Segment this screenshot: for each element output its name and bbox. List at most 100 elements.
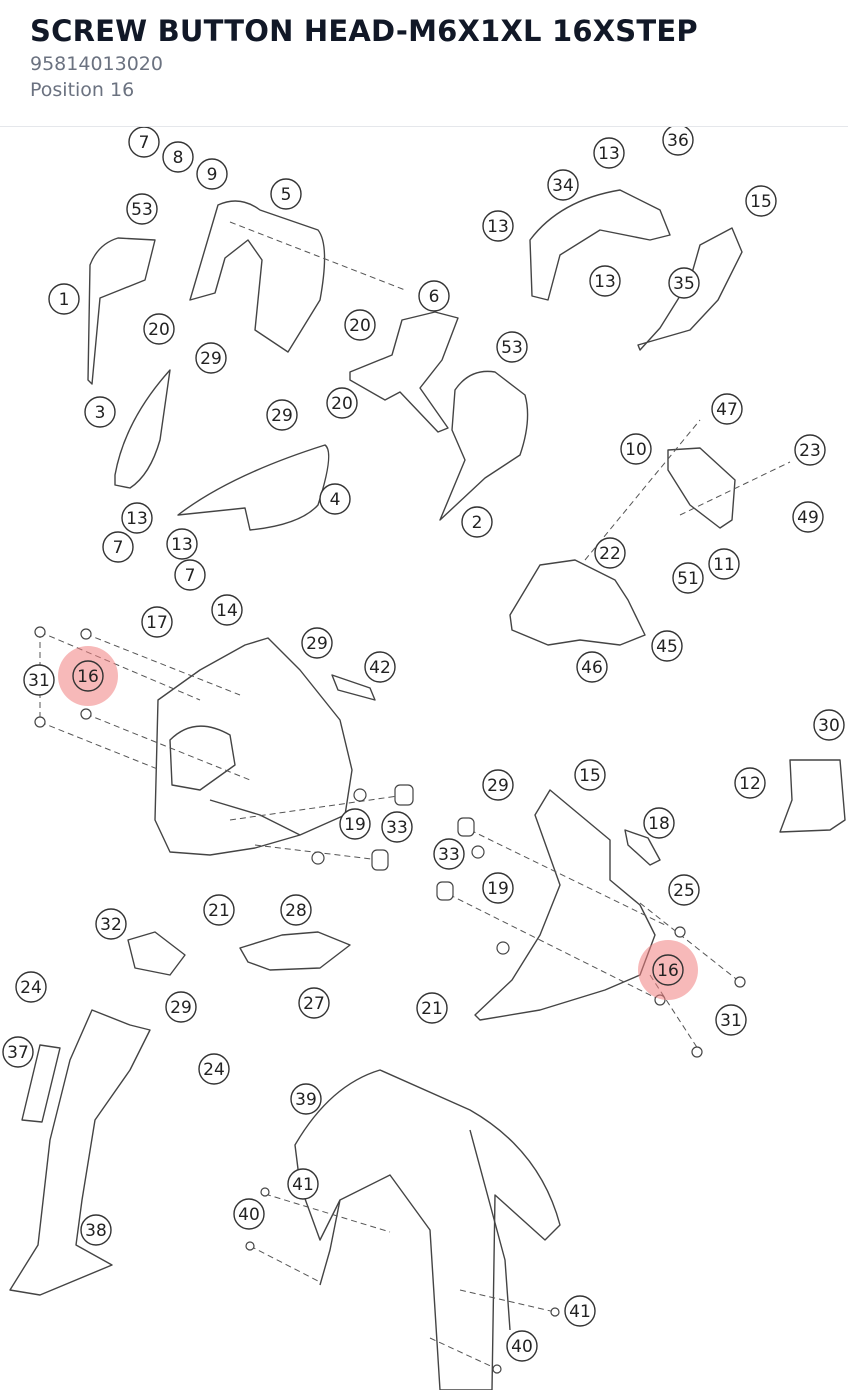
callout-number: 18 [648, 814, 670, 834]
callout-20[interactable]: 20 [344, 309, 376, 341]
callout-31[interactable]: 31 [23, 664, 55, 696]
callout-21[interactable]: 21 [203, 894, 235, 926]
callout-14[interactable]: 14 [211, 594, 243, 626]
callout-circle [23, 664, 55, 696]
callout-35[interactable]: 35 [668, 267, 700, 299]
callout-24[interactable]: 24 [198, 1053, 230, 1085]
callout-11[interactable]: 11 [708, 548, 740, 580]
callout-40[interactable]: 40 [233, 1198, 265, 1230]
callout-7[interactable]: 7 [102, 531, 134, 563]
callout-13[interactable]: 13 [166, 528, 198, 560]
callout-number: 1 [59, 290, 70, 310]
callout-31[interactable]: 31 [715, 1004, 747, 1036]
callout-41[interactable]: 41 [564, 1295, 596, 1327]
callout-number: 9 [207, 165, 218, 185]
callout-41[interactable]: 41 [287, 1168, 319, 1200]
callout-20[interactable]: 20 [326, 387, 358, 419]
callout-22[interactable]: 22 [594, 537, 626, 569]
callout-13[interactable]: 13 [121, 502, 153, 534]
callout-18[interactable]: 18 [643, 807, 675, 839]
callout-24[interactable]: 24 [15, 971, 47, 1003]
callout-circle [433, 838, 465, 870]
callout-number: 13 [126, 509, 148, 529]
callout-4[interactable]: 4 [319, 483, 351, 515]
callout-20[interactable]: 20 [143, 313, 175, 345]
callout-53[interactable]: 53 [496, 331, 528, 363]
callout-circle [745, 185, 777, 217]
callout-circle [711, 393, 743, 425]
callout-circle [48, 283, 80, 315]
callout-13[interactable]: 13 [593, 137, 625, 169]
callout-36[interactable]: 36 [662, 124, 694, 156]
callout-6[interactable]: 6 [418, 280, 450, 312]
callout-number: 29 [306, 634, 328, 654]
callout-42[interactable]: 42 [364, 651, 396, 683]
callout-circle [482, 769, 514, 801]
callout-29[interactable]: 29 [195, 342, 227, 374]
callout-33[interactable]: 33 [433, 838, 465, 870]
callout-27[interactable]: 27 [298, 987, 330, 1019]
callout-28[interactable]: 28 [280, 894, 312, 926]
callout-16[interactable]: 16 [638, 940, 698, 1000]
callout-51[interactable]: 51 [672, 562, 704, 594]
callout-1[interactable]: 1 [48, 283, 80, 315]
callout-circle [143, 313, 175, 345]
callout-10[interactable]: 10 [620, 433, 652, 465]
callout-number: 16 [657, 961, 679, 981]
callout-29[interactable]: 29 [301, 627, 333, 659]
callout-21[interactable]: 21 [416, 992, 448, 1024]
callout-38[interactable]: 38 [80, 1214, 112, 1246]
callout-5[interactable]: 5 [270, 178, 302, 210]
callout-9[interactable]: 9 [196, 158, 228, 190]
callout-25[interactable]: 25 [668, 874, 700, 906]
callout-number: 19 [487, 879, 509, 899]
callout-number: 27 [303, 994, 325, 1014]
callout-29[interactable]: 29 [482, 769, 514, 801]
callout-circle [547, 169, 579, 201]
callout-53[interactable]: 53 [126, 193, 158, 225]
callout-number: 5 [281, 185, 292, 205]
callout-13[interactable]: 13 [589, 265, 621, 297]
callout-circle [162, 141, 194, 173]
callout-circle [668, 874, 700, 906]
callout-29[interactable]: 29 [266, 399, 298, 431]
callout-circle [576, 651, 608, 683]
callout-circle [418, 280, 450, 312]
callout-13[interactable]: 13 [482, 210, 514, 242]
callout-number: 22 [599, 544, 621, 564]
callout-12[interactable]: 12 [734, 767, 766, 799]
callout-17[interactable]: 17 [141, 606, 173, 638]
callout-37[interactable]: 37 [2, 1036, 34, 1068]
callout-32[interactable]: 32 [95, 908, 127, 940]
callout-45[interactable]: 45 [651, 630, 683, 662]
callout-number: 20 [148, 320, 170, 340]
callout-circle [593, 137, 625, 169]
callout-2[interactable]: 2 [461, 506, 493, 538]
callout-number: 20 [349, 316, 371, 336]
callout-30[interactable]: 30 [813, 709, 845, 741]
callout-7[interactable]: 7 [128, 126, 160, 158]
callout-47[interactable]: 47 [711, 393, 743, 425]
callout-19[interactable]: 19 [339, 808, 371, 840]
callout-19[interactable]: 19 [482, 872, 514, 904]
callout-15[interactable]: 15 [574, 759, 606, 791]
callout-number: 7 [113, 538, 124, 558]
callout-34[interactable]: 34 [547, 169, 579, 201]
callout-49[interactable]: 49 [792, 501, 824, 533]
callout-16[interactable]: 16 [58, 646, 118, 706]
callout-29[interactable]: 29 [165, 991, 197, 1023]
callout-33[interactable]: 33 [381, 811, 413, 843]
callout-39[interactable]: 39 [290, 1083, 322, 1115]
highlight-marker [638, 940, 698, 1000]
callout-40[interactable]: 40 [506, 1330, 538, 1362]
callout-7[interactable]: 7 [174, 559, 206, 591]
callout-number: 21 [421, 999, 443, 1019]
callout-46[interactable]: 46 [576, 651, 608, 683]
position-label: Position 16 [30, 79, 135, 101]
callout-8[interactable]: 8 [162, 141, 194, 173]
callout-number: 7 [185, 566, 196, 586]
callout-3[interactable]: 3 [84, 396, 116, 428]
callout-15[interactable]: 15 [745, 185, 777, 217]
callout-23[interactable]: 23 [794, 434, 826, 466]
